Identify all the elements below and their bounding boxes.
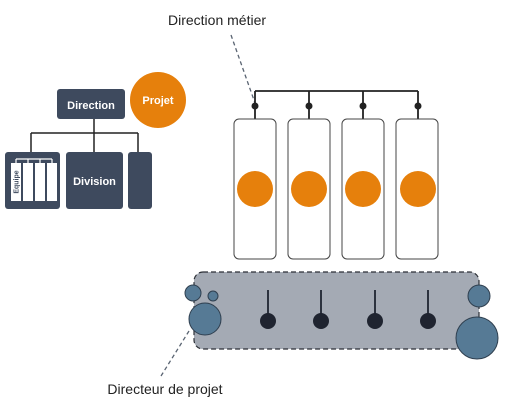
band-circle-large xyxy=(455,316,499,360)
project-pin xyxy=(367,313,383,329)
org-equipe-member xyxy=(23,163,33,201)
org-unit-box xyxy=(128,152,152,209)
unit-connector-dot xyxy=(414,102,422,110)
project-pin xyxy=(420,313,436,329)
unit-connector-dot xyxy=(305,102,313,110)
band-circle-small xyxy=(184,284,202,302)
unit-connector-dot xyxy=(251,102,259,110)
project-pin xyxy=(260,313,276,329)
org-projet-circle xyxy=(130,72,186,128)
band-circle-medium xyxy=(188,302,222,336)
org-division-label: Division xyxy=(73,176,116,188)
business-unit xyxy=(341,91,385,260)
org-equipe-member xyxy=(11,163,21,201)
org-direction-label: Direction xyxy=(67,100,115,112)
unit-project-circle xyxy=(291,171,327,207)
direction-metier-label: Direction métier xyxy=(168,12,266,28)
org-direction-box xyxy=(57,89,125,119)
org-projet-label: Projet xyxy=(142,95,174,107)
unit-project-circle xyxy=(345,171,381,207)
direction-metier-pointer xyxy=(230,34,256,104)
org-division-box xyxy=(66,152,123,209)
business-unit xyxy=(233,91,277,260)
business-unit xyxy=(395,91,439,260)
project-band-box xyxy=(193,271,480,350)
org-equipe-member xyxy=(47,163,57,201)
band-circle-right xyxy=(467,284,491,308)
directeur-projet-pointer xyxy=(160,330,190,377)
unit-project-circle xyxy=(400,171,436,207)
unit-project-circle xyxy=(237,171,273,207)
business-unit xyxy=(287,91,331,260)
project-band xyxy=(184,271,499,360)
business-units xyxy=(233,90,439,260)
org-equipe-label: Equipe xyxy=(14,170,21,193)
org-equipe-member xyxy=(35,163,45,201)
band-circle-tiny xyxy=(207,290,219,302)
org-chart: Direction Projet Equipe Division xyxy=(5,72,186,209)
project-pin xyxy=(313,313,329,329)
directeur-projet-label: Directeur de projet xyxy=(107,381,222,397)
unit-connector-dot xyxy=(359,102,367,110)
